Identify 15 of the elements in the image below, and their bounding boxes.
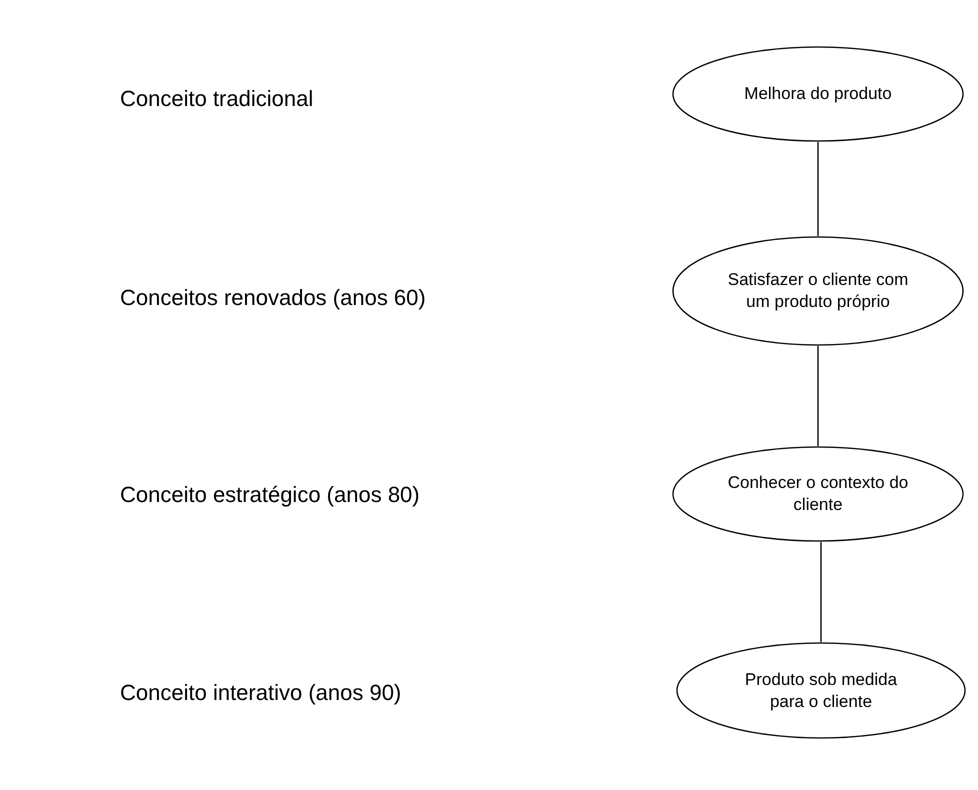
ellipse-node: [672, 446, 964, 542]
connector-line: [817, 346, 819, 446]
era-label: Conceito interativo (anos 90): [120, 679, 402, 707]
era-label: Conceitos renovados (anos 60): [120, 284, 426, 312]
era-label: Conceito tradicional: [120, 85, 314, 113]
ellipse-node: [676, 642, 966, 739]
node-text: Conhecer o contexto do cliente: [726, 472, 910, 516]
node-text: Produto sob medida para o cliente: [744, 668, 898, 712]
ellipse-node: [672, 46, 964, 142]
ellipse-node: [672, 236, 964, 346]
era-label: Conceito estratégico (anos 80): [120, 481, 420, 509]
node-text: Melhora do produto: [743, 83, 893, 105]
connector-line: [820, 542, 822, 642]
node-text: Satisfazer o cliente com um produto próprio: [726, 269, 910, 313]
connector-line: [817, 142, 819, 236]
